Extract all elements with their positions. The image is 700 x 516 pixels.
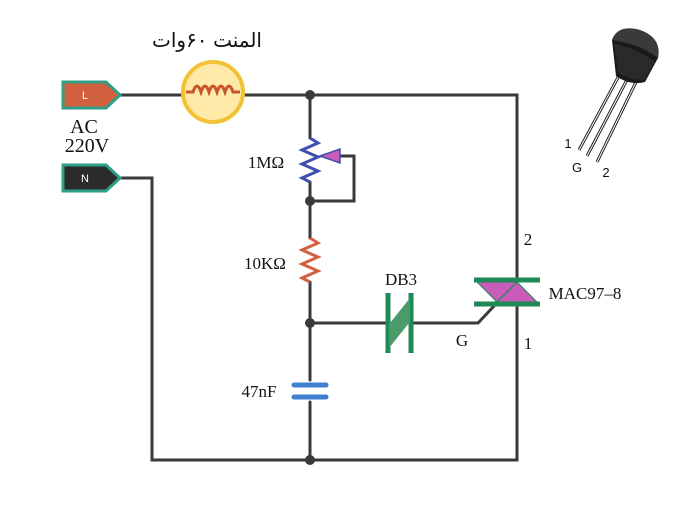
- neutral-terminal-shape: [61, 163, 123, 193]
- junction-dot: [305, 196, 315, 206]
- lamp-label: المنت ۶۰وات: [152, 30, 262, 52]
- triac-gate-label: G: [456, 331, 468, 350]
- triac-pin2-label: 2: [524, 230, 533, 249]
- triac-pin1-label: 1: [524, 334, 533, 353]
- lamp-bulb: [181, 60, 245, 124]
- triac-to-bottom-wire: [118, 176, 519, 462]
- line-terminal-label: L: [82, 90, 88, 102]
- neutral-terminal-label: N: [81, 173, 89, 185]
- neutral-terminal: N: [61, 163, 123, 193]
- package-lead-2-highlight: [596, 77, 639, 163]
- triac: [474, 277, 540, 307]
- package-flat-face: [614, 44, 655, 80]
- package-pin1-label: 1: [564, 136, 571, 151]
- diac-triangle-up: [390, 298, 410, 323]
- junction-dot: [305, 90, 315, 100]
- pot-wiper-loop: [308, 154, 356, 203]
- package-gate-label: G: [572, 160, 582, 175]
- package-pin2-label: 2: [602, 165, 609, 180]
- line-terminal-shape: [61, 80, 123, 110]
- source-voltage-label: 220V: [65, 135, 110, 157]
- potentiometer-zigzag: [298, 136, 322, 184]
- triac-label: MAC97–8: [549, 284, 622, 303]
- gate-wire: [411, 303, 497, 325]
- resistor-10k: [298, 236, 322, 284]
- lamp-filament: [186, 84, 240, 97]
- resistor-label: 10KΩ: [244, 254, 286, 273]
- top-wire-right: [243, 93, 519, 279]
- package-top-face: [612, 28, 659, 58]
- package-lead-gate-highlight: [586, 73, 631, 157]
- potentiometer-wiper-arrow: [317, 147, 341, 165]
- source-ac-label: AC: [70, 116, 98, 138]
- triac-triangle-down: [477, 282, 517, 302]
- junction-dot: [305, 455, 315, 465]
- line-terminal: L: [61, 80, 123, 110]
- capacitor: [291, 382, 329, 400]
- lamp: [181, 60, 245, 124]
- triac-triangle-up: [497, 282, 537, 302]
- package-lead-1-highlight: [578, 69, 623, 151]
- junction-dot: [305, 318, 315, 328]
- triac-triangle-outline: [495, 281, 539, 303]
- diac: [385, 293, 414, 353]
- diac-triangle-down: [389, 323, 409, 348]
- triac-package-illustration: [577, 28, 659, 163]
- diac-label: DB3: [385, 270, 417, 289]
- capacitor-label: 47nF: [242, 382, 277, 401]
- junctions: [305, 90, 315, 465]
- potentiometer: [298, 136, 341, 184]
- wires: [118, 93, 519, 462]
- potentiometer-label: 1MΩ: [248, 153, 284, 172]
